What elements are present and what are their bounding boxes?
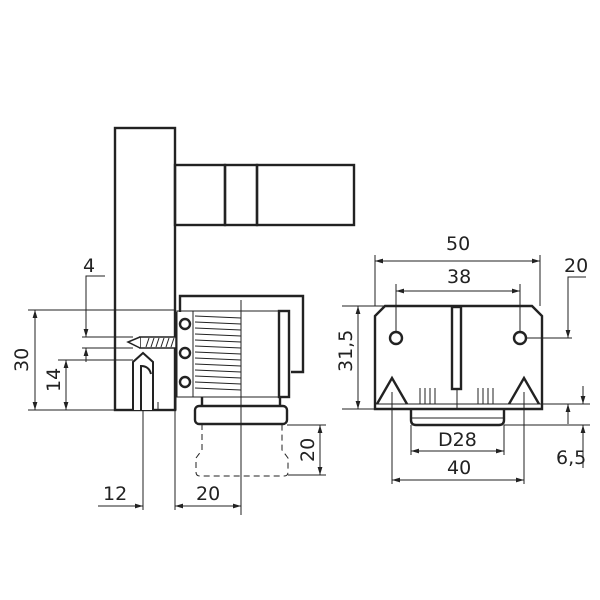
dim-40: 40 [391,392,525,484]
dim-hole-20: 20 [526,255,588,424]
mount-hole-right [512,330,528,346]
dim-label: 40 [447,457,471,479]
dim-label: 38 [447,266,471,288]
dim-label: 4 [83,255,95,277]
dim-label: 14 [43,368,65,392]
threaded-body [192,309,291,399]
front-plate [373,304,544,411]
foot-stem [200,397,282,406]
dim-6-5: 6,5 [504,386,590,469]
screw-hole [178,375,192,389]
screw-hole [178,317,192,331]
ribs-left [419,388,436,404]
triangle-left [375,375,409,405]
dim-12-20: 12 20 [98,410,241,510]
screw-hole [178,346,192,360]
dim-label: 20 [297,438,319,462]
dim-label: 31,5 [335,330,357,372]
screw [126,336,177,349]
center-slot [450,305,463,391]
dim-label: 20 [564,255,588,277]
horizontal-shelf [173,163,356,227]
dim-31-5: 31,5 [335,305,385,410]
dim-14: 14 [43,359,133,410]
mount-hole-left [388,330,404,346]
dim-label: 30 [11,348,33,372]
triangle-right [507,375,541,405]
dim-label: 20 [196,483,220,505]
dim-30: 30 [11,309,175,411]
dim-label: 12 [103,483,127,505]
dim-50: 50 [374,233,541,306]
dim-adjust-20: 20 [287,424,326,476]
bracket [178,294,305,374]
dowel [132,351,154,410]
foot-base-front [409,409,506,427]
dim-label: 50 [446,233,470,255]
ribs-right [477,388,494,404]
dim-4: 4 [82,255,133,362]
side-section-view: 4 30 14 12 20 [11,126,356,515]
dim-label: 6,5 [556,447,586,469]
dim-38: 38 [395,266,521,332]
front-view: 50 38 31,5 20 [335,233,590,484]
dim-label: D28 [438,429,477,451]
dim-d28: D28 [410,425,505,455]
foot-extended-dashed [195,424,289,477]
